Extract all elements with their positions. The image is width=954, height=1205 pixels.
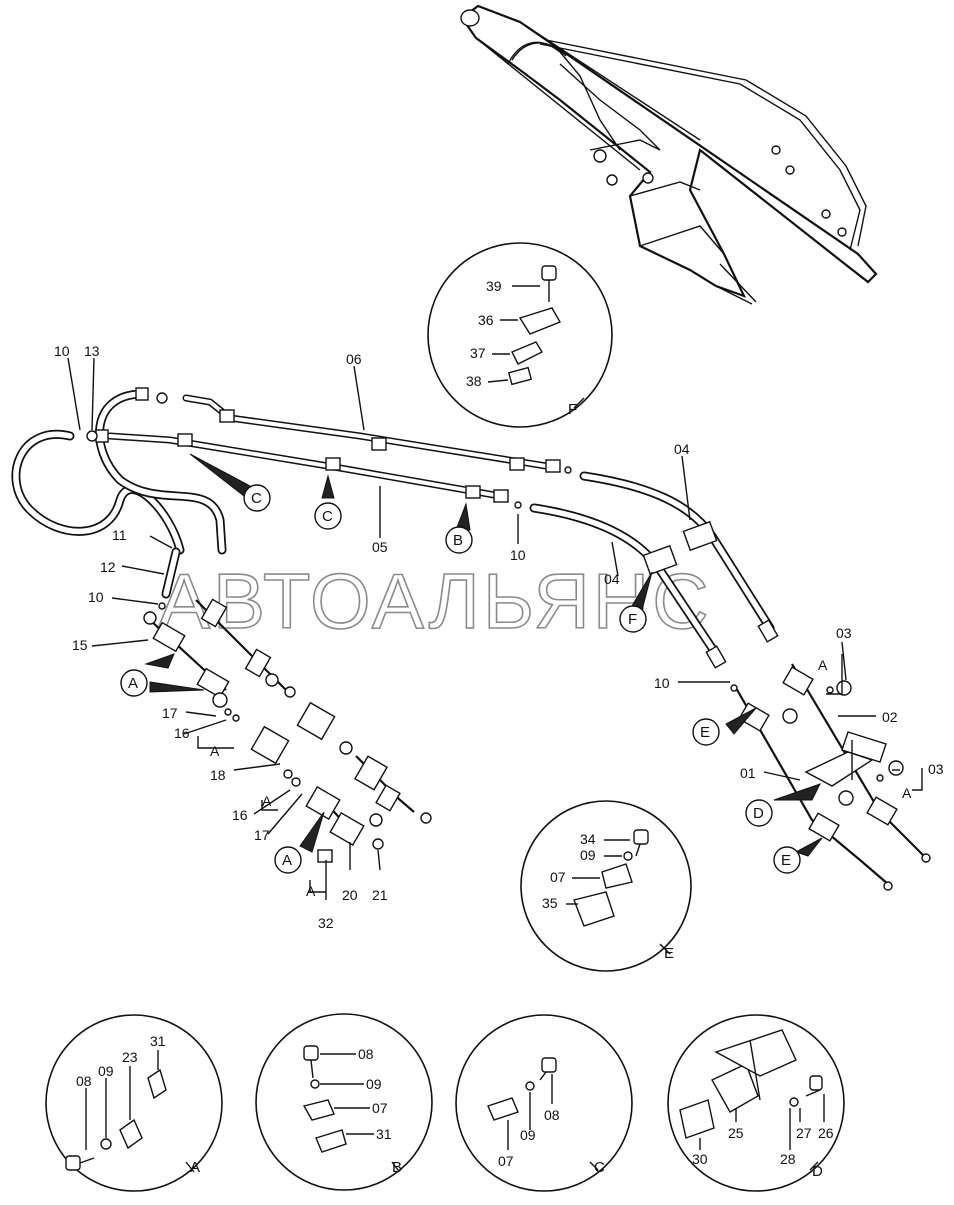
ref-c: C (251, 490, 262, 507)
ref-b: B (453, 532, 463, 549)
callout-a: A (262, 793, 272, 809)
callout-06: 06 (346, 351, 362, 367)
callout-20: 20 (342, 887, 358, 903)
detail-d: 30 25 28 27 26 D (667, 1014, 845, 1192)
reference-markers: C C B A A F E D E (120, 484, 801, 874)
callout-a: A (818, 657, 828, 673)
callout-a: A (902, 785, 912, 801)
callout-02: 02 (882, 709, 898, 725)
pipe-assembly (11, 387, 931, 891)
callout-05: 05 (372, 539, 388, 555)
detail-e-letter: E (664, 945, 674, 962)
detail-b-label: 31 (376, 1126, 392, 1142)
callout-18: 18 (210, 767, 226, 783)
detail-d-label: 25 (728, 1125, 744, 1141)
callout-17: 17 (162, 705, 178, 721)
callout-16: 16 (232, 807, 248, 823)
detail-a: 08 09 23 31 A (45, 1014, 223, 1192)
callout-03: 03 (928, 761, 944, 777)
callout-16: 16 (174, 725, 190, 741)
detail-f-label: 39 (486, 278, 502, 294)
detail-c-label: 09 (520, 1127, 536, 1143)
ref-e: E (700, 724, 710, 741)
detail-f-letter: F (568, 401, 577, 418)
ref-a: A (282, 852, 292, 869)
callout-a: A (210, 743, 220, 759)
detail-b-label: 07 (372, 1100, 388, 1116)
callout-11: 11 (112, 527, 127, 543)
detail-e-label: 34 (580, 831, 596, 847)
ref-e: E (781, 852, 791, 869)
detail-a-label: 08 (76, 1073, 92, 1089)
detail-e-label: 09 (580, 847, 596, 863)
detail-d-label: 27 (796, 1125, 812, 1141)
callout-21: 21 (372, 887, 388, 903)
callout-01: 01 (740, 765, 756, 781)
ref-a: A (128, 675, 138, 692)
detail-e-label: 07 (550, 869, 566, 885)
arm-overview (460, 4, 878, 305)
callouts: 10 13 06 05 04 04 10 11 12 10 15 17 16 A… (54, 343, 944, 931)
callout-15: 15 (72, 637, 88, 653)
detail-a-label: 09 (98, 1063, 114, 1079)
detail-f-label: 38 (466, 373, 482, 389)
callout-10: 10 (510, 547, 526, 563)
detail-f-label: 37 (470, 345, 486, 361)
detail-c-label: 08 (544, 1107, 560, 1123)
detail-c-letter: C (594, 1159, 605, 1176)
detail-b-label: 09 (366, 1076, 382, 1092)
ref-d: D (753, 805, 764, 822)
detail-b: 08 09 07 31 B (255, 1013, 433, 1191)
callout-04: 04 (674, 441, 690, 457)
detail-d-label: 26 (818, 1125, 834, 1141)
detail-f: 39 36 37 38 F (427, 242, 613, 428)
callout-32: 32 (318, 915, 334, 931)
detail-a-letter: A (190, 1159, 200, 1176)
callout-03: 03 (836, 625, 852, 641)
detail-d-label: 30 (692, 1151, 708, 1167)
detail-c-label: 07 (498, 1153, 514, 1169)
callout-10: 10 (654, 675, 670, 691)
callout-10: 10 (54, 343, 70, 359)
ref-f: F (628, 611, 637, 628)
callout-a: A (306, 883, 316, 899)
detail-d-label: 28 (780, 1151, 796, 1167)
detail-e-label: 35 (542, 895, 558, 911)
callout-12: 12 (100, 559, 116, 575)
detail-e: 34 09 07 35 E (520, 800, 692, 972)
callout-13: 13 (84, 343, 100, 359)
detail-b-label: 08 (358, 1046, 374, 1062)
detail-d-letter: D (812, 1163, 823, 1180)
callout-17: 17 (254, 827, 270, 843)
callout-10: 10 (88, 589, 104, 605)
detail-f-label: 36 (478, 312, 494, 328)
detail-c: 07 09 08 C (455, 1014, 633, 1192)
detail-a-label: 31 (150, 1033, 166, 1049)
detail-a-label: 23 (122, 1049, 138, 1065)
detail-b-letter: B (392, 1159, 402, 1176)
ref-c: C (322, 508, 333, 525)
callout-04: 04 (604, 571, 620, 587)
